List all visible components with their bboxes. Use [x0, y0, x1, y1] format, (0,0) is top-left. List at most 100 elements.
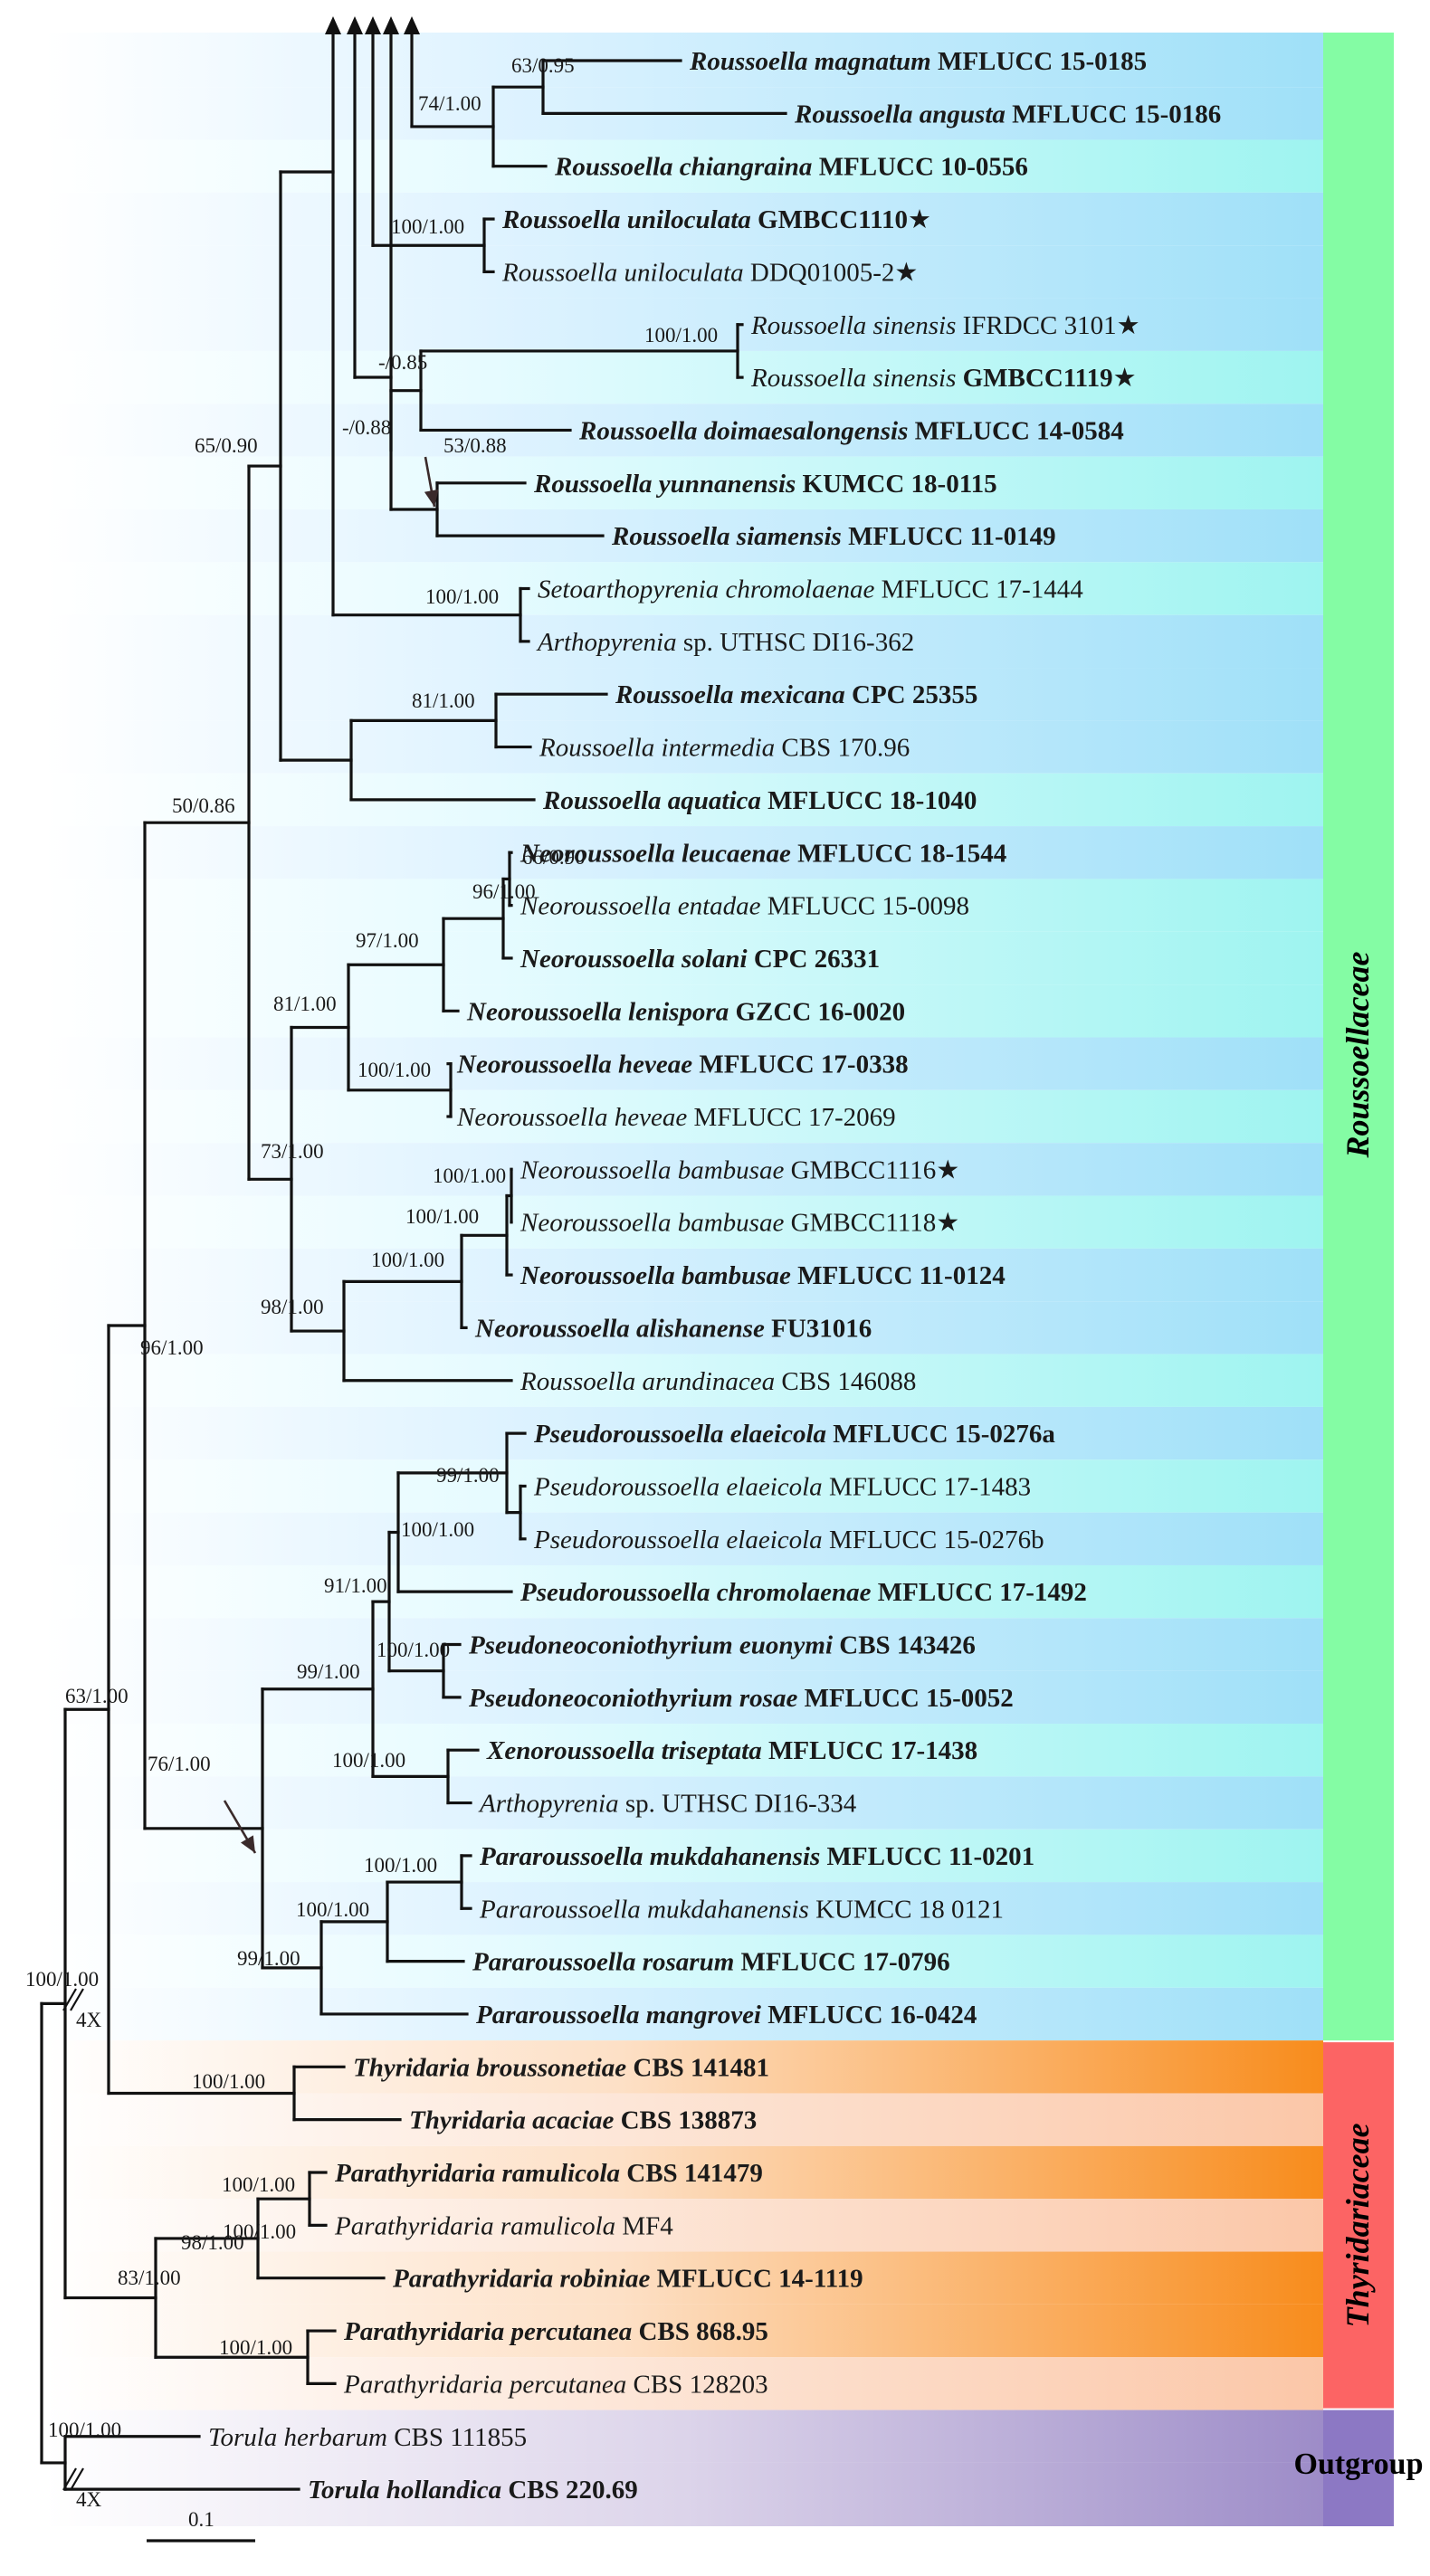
support-value: 99/1.00: [436, 1464, 500, 1487]
taxon-label: Pararoussoella mangrovei MFLUCC 16-0424: [475, 2001, 977, 2029]
family-label: Thyridariaceae: [1339, 2123, 1376, 2327]
support-value: 76/1.00: [148, 1753, 211, 1775]
taxon-label: Neoroussoella leucaenae MFLUCC 18-1544: [520, 839, 1006, 868]
support-value: 100/1.00: [377, 1639, 450, 1661]
taxon-row-band: [45, 2304, 1323, 2358]
taxon-row-band: [45, 668, 1323, 721]
support-value: 100/1.00: [223, 2220, 296, 2243]
taxon-row-band: [45, 773, 1323, 827]
support-value: 81/1.00: [412, 689, 475, 712]
support-value: 99/1.00: [237, 1947, 300, 1970]
support-value: 91/1.00: [324, 1574, 387, 1597]
taxon-row-band: [45, 2040, 1323, 2094]
taxon-label: Pararoussoella rosarum MFLUCC 17-0796: [472, 1948, 950, 1977]
collapsed-branch-arrow: [404, 16, 420, 34]
taxon-label: Roussoella magnatum MFLUCC 15-0185: [689, 47, 1147, 76]
support-value: 98/1.00: [261, 1296, 324, 1318]
taxon-label: Roussoella angusta MFLUCC 15-0186: [794, 100, 1221, 128]
family-bar: [1323, 2410, 1394, 2526]
support-value: 100/1.00: [371, 1249, 444, 1271]
taxon-label: Neoroussoella bambusae GMBCC1116★: [520, 1155, 959, 1184]
taxon-row-band: [45, 614, 1323, 669]
collapsed-branch-arrow: [383, 16, 399, 34]
support-value: 100/1.00: [401, 1518, 474, 1541]
support-value: 97/1.00: [356, 929, 419, 952]
taxon-row-band: [45, 1301, 1323, 1355]
taxon-row-band: [45, 192, 1323, 246]
family-label: Outgroup: [1294, 2448, 1424, 2481]
support-value: 83/1.00: [118, 2267, 181, 2289]
taxon-label: Roussoella sinensis GMBCC1119★: [750, 364, 1137, 393]
taxon-label: Neoroussoella alishanense FU31016: [474, 1314, 872, 1343]
taxon-label: Torula hollandica CBS 220.69: [308, 2476, 638, 2505]
support-value: 100/1.00: [364, 1854, 437, 1877]
taxon-row-band: [45, 1512, 1323, 1565]
taxon-label: Neoroussoella heveae MFLUCC 17-2069: [456, 1103, 896, 1132]
support-value: 50/0.86: [172, 794, 235, 817]
taxon-label: Torula herbarum CBS 111855: [208, 2423, 527, 2452]
taxon-row-band: [45, 2410, 1323, 2463]
taxon-row-band: [45, 1089, 1323, 1144]
taxon-label: Pseudoroussoella chromolaenae MFLUCC 17-…: [520, 1578, 1087, 1607]
taxon-row-band: [45, 139, 1323, 193]
taxon-row-band: [45, 1354, 1323, 1407]
taxon-label: Pseudoroussoella elaeicola MFLUCC 15-027…: [533, 1420, 1055, 1449]
taxon-label: Roussoella doimaesalongensis MFLUCC 14-0…: [578, 416, 1124, 445]
taxon-row-band: [45, 1776, 1323, 1830]
taxon-row-band: [45, 1248, 1323, 1302]
support-value: 98/1.00: [181, 2231, 244, 2254]
taxon-label: Parathyridaria ramulicola CBS 141479: [334, 2159, 763, 2188]
taxon-label: Neoroussoella heveae MFLUCC 17-0338: [456, 1050, 909, 1079]
taxon-label: Roussoella aquatica MFLUCC 18-1040: [542, 786, 977, 815]
node-pointer-arrow-head: [240, 1835, 255, 1853]
taxon-row-band: [45, 562, 1323, 615]
branch-break-mark: [62, 1988, 77, 2011]
taxon-row-band: [45, 1564, 1323, 1619]
support-value: 73/1.00: [261, 1140, 324, 1163]
taxon-row-band: [45, 2462, 1323, 2526]
taxon-row-band: [45, 1406, 1323, 1460]
taxon-label: Xenoroussoella triseptata MFLUCC 17-1438: [486, 1736, 977, 1765]
collapsed-branch-arrow: [365, 16, 381, 34]
taxon-label: Neoroussoella entadae MFLUCC 15-0098: [520, 892, 969, 921]
taxon-label: Roussoella yunnanensis KUMCC 18-0115: [533, 470, 997, 499]
support-value: 100/1.00: [296, 1898, 369, 1921]
taxon-row-band: [45, 404, 1323, 457]
support-value: 81/1.00: [273, 993, 337, 1015]
collapsed-branch-arrow: [347, 16, 363, 34]
break-label: 4X: [76, 2488, 102, 2511]
taxon-row-band: [45, 509, 1323, 563]
taxon-label: Roussoella siamensis MFLUCC 11-0149: [611, 522, 1056, 551]
collapsed-branch-arrow: [325, 16, 341, 34]
taxon-row-band: [45, 1829, 1323, 1883]
support-value: 100/1.00: [358, 1059, 431, 1081]
support-value: 100/1.00: [48, 2419, 121, 2441]
taxon-label: Roussoella intermedia CBS 170.96: [539, 734, 910, 763]
taxon-label: Pararoussoella mukdahanensis KUMCC 18 01…: [479, 1895, 1004, 1924]
taxon-row-band: [45, 33, 1323, 88]
taxon-label: Neoroussoella bambusae GMBCC1118★: [520, 1209, 959, 1238]
taxon-label: Neoroussoella lenispora GZCC 16-0020: [466, 997, 905, 1026]
taxon-label: Roussoella mexicana CPC 25355: [615, 680, 977, 709]
taxon-label: Thyridaria broussonetiae CBS 141481: [353, 2053, 769, 2082]
taxon-label: Neoroussoella solani CPC 26331: [520, 945, 880, 974]
taxon-label: Pseudoroussoella elaeicola MFLUCC 17-148…: [533, 1472, 1031, 1501]
taxon-row-band: [45, 1670, 1323, 1725]
taxon-label: Setoarthopyrenia chromolaenae MFLUCC 17-…: [538, 575, 1083, 604]
node-pointer-arrow-head: [424, 489, 439, 507]
scale-bar-label: 0.1: [188, 2508, 214, 2531]
taxon-row-band: [45, 245, 1323, 299]
family-bar: [1323, 33, 1394, 2041]
taxon-label: Parathyridaria robiniae MFLUCC 14-1119: [392, 2265, 863, 2294]
taxon-row-band: [45, 1882, 1323, 1935]
taxon-label: Roussoella arundinacea CBS 146088: [520, 1367, 916, 1396]
taxon-row-band: [45, 931, 1323, 985]
support-value: 63/0.95: [511, 54, 575, 77]
support-value: 100/1.00: [644, 324, 718, 347]
branch-break-mark: [62, 2467, 77, 2491]
taxon-row-band: [45, 1143, 1323, 1196]
support-value: 66/0.90: [522, 846, 586, 869]
taxon-row-band: [45, 350, 1323, 404]
branch-break-mark: [70, 1988, 84, 2011]
